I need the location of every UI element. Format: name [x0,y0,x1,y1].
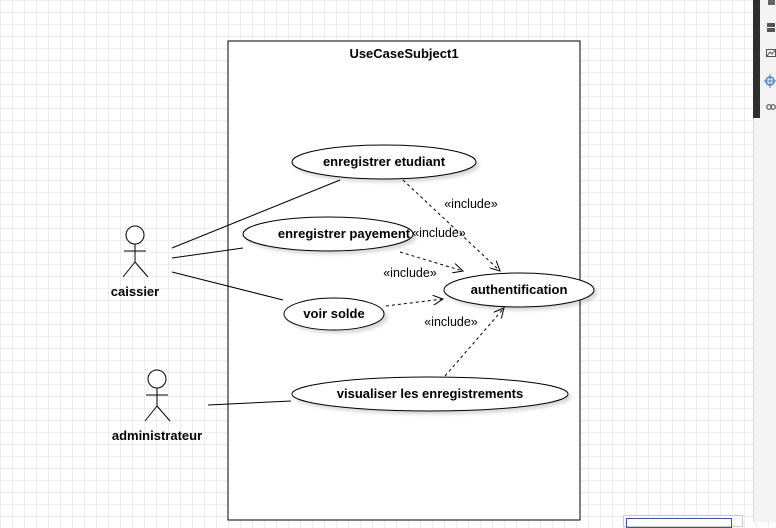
include-label: «include» [412,226,466,240]
system-title: UseCaseSubject1 [349,46,458,61]
move-icon[interactable] [764,74,776,88]
include-relations [385,179,504,377]
use-case-enregistrer-payement[interactable]: enregistrer payement [242,216,414,252]
actor-caissier-label: caissier [111,284,159,299]
format-icon[interactable] [766,0,776,10]
link-icon[interactable] [766,102,776,112]
use-case-voir-solde[interactable]: voir solde [283,297,385,331]
vertical-scrollbar[interactable] [753,0,760,118]
use-case-enregistrer-etudiant[interactable]: enregistrer etudiant [291,144,477,180]
use-case-label: enregistrer payement [278,226,411,241]
include-label: «include» [424,315,478,329]
outline-panel[interactable] [623,515,743,528]
use-case-label: enregistrer etudiant [323,154,446,169]
layers-icon[interactable] [766,22,776,32]
actor-caissier[interactable] [122,225,149,278]
association-administrateur-visualiser[interactable] [207,400,292,406]
association-caissier-enregistrer-etudiant[interactable] [171,179,341,249]
use-case-label: visualiser les enregistrements [337,386,523,401]
image-icon[interactable] [766,48,776,58]
include-arrow-payement[interactable] [399,251,463,271]
associations [171,179,341,406]
include-label: «include» [383,266,437,280]
include-arrow-etudiant[interactable] [402,179,500,271]
actor-head [125,225,145,245]
actor-administrateur[interactable] [144,369,171,422]
association-caissier-voir-solde[interactable] [171,271,284,301]
actor-administrateur-label: administrateur [112,428,202,443]
include-label: «include» [444,197,498,211]
right-toolbar [753,0,776,522]
use-case-label: voir solde [303,306,364,321]
use-case-visualiser[interactable]: visualiser les enregistrements [291,376,569,412]
association-caissier-enregistrer-payement[interactable] [171,247,244,259]
outline-viewport[interactable] [626,518,732,528]
actor-head [147,369,167,389]
use-case-label: authentification [471,282,568,297]
use-case-authentification[interactable]: authentification [443,272,595,308]
